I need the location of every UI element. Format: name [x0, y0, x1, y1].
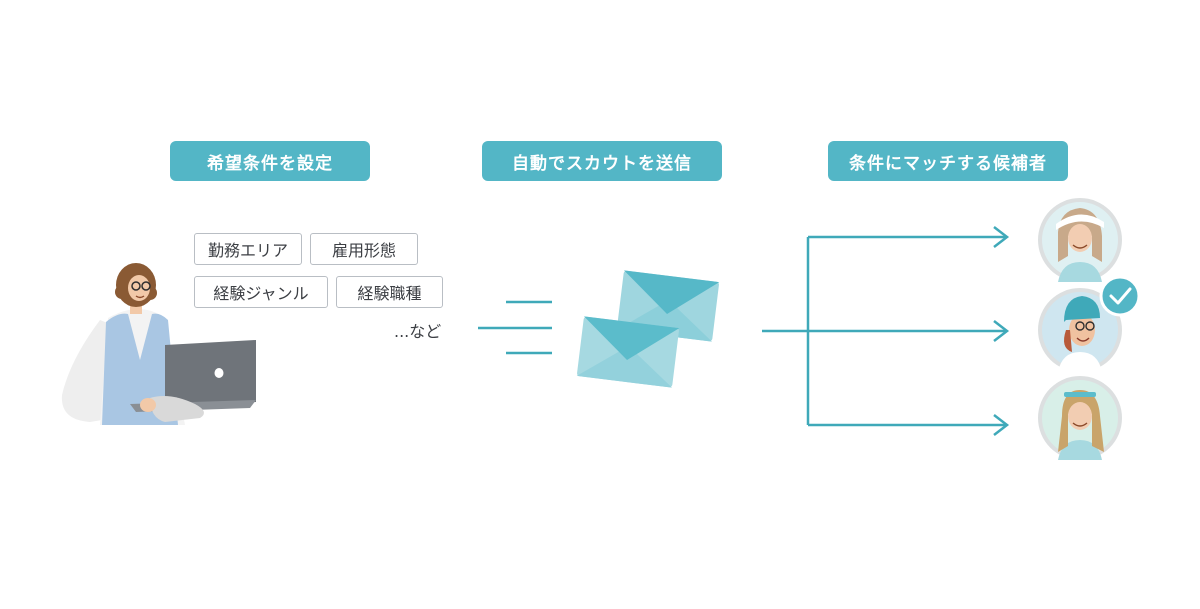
etc-text: ...など [394, 322, 442, 341]
speed-lines [478, 300, 552, 355]
candidate-avatar [1038, 198, 1122, 282]
step-label-auto-send-scout: 自動でスカウトを送信 [482, 141, 722, 181]
candidate-avatar [1038, 288, 1122, 372]
condition-tag-employment-type: 雇用形態 [310, 233, 418, 265]
envelope-icon [576, 270, 720, 388]
check-badge-icon [1099, 275, 1141, 317]
distribution-arrows [762, 226, 1010, 436]
condition-tag-experience-genre: 経験ジャンル [194, 276, 328, 308]
candidate-avatar [1038, 376, 1122, 460]
step-label-matching-candidates: 条件にマッチする候補者 [828, 141, 1068, 181]
condition-tag-work-area: 勤務エリア [194, 233, 302, 265]
person-with-laptop-illustration [61, 263, 256, 425]
condition-tag-experience-job: 経験職種 [336, 276, 443, 308]
step-label-set-conditions: 希望条件を設定 [170, 141, 370, 181]
